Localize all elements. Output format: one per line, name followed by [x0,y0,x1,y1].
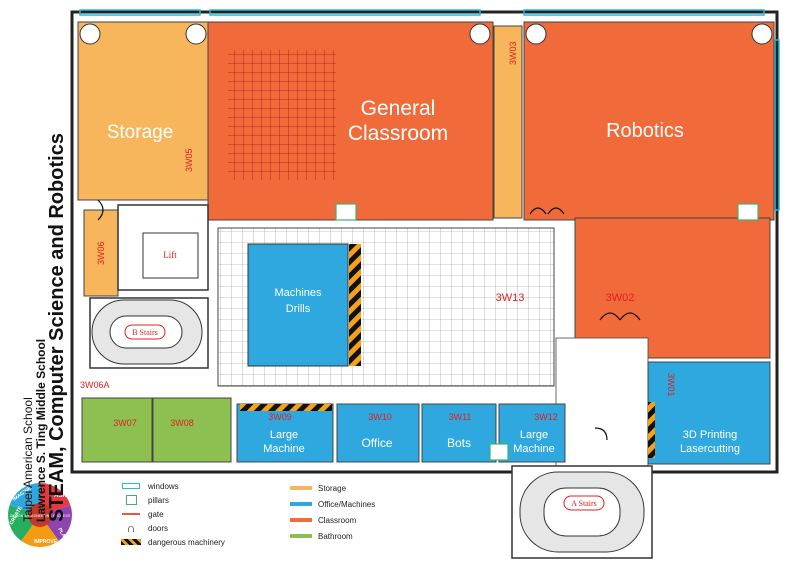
school-name: Taipei American School [21,397,35,522]
code-3w10: 3W10 [368,412,392,422]
legend-windows-label: windows [148,481,179,491]
large-machine-b-label-2: Machine [513,443,555,455]
general-label-2: Classroom [348,122,448,145]
bathroom-swatch [290,534,312,538]
svg-text:IMPROVE: IMPROVE [34,539,58,545]
code-3w06a: 3W06A [80,380,110,390]
code-3w01: 3W01 [666,373,676,397]
office-swatch [290,502,312,506]
hazard-strip-printing [648,402,655,458]
general-label-1: General [361,97,436,120]
legend-dangerous-label: dangerous machinery [148,537,225,547]
large-machine-3w12[interactable] [498,403,566,463]
storage-swatch [290,486,312,490]
bathroom-3w08[interactable] [152,397,232,463]
legend-doors-label: doors [148,523,169,533]
windows [79,9,780,211]
doors [97,199,641,441]
a-stairs-core [543,487,621,537]
outer-wall [70,10,779,474]
machines-label-2: Drills [286,303,311,315]
lift[interactable] [142,232,199,279]
code-3w11: 3W11 [449,412,472,422]
large-machine-b-label-1: Large [520,429,548,441]
code-3w07: 3W07 [113,418,137,428]
code-3w12: 3W12 [534,412,558,422]
robotics-label: Robotics [606,120,684,142]
code-3w02: 3W02 [606,292,635,304]
hazard-strip-drills [349,244,361,366]
robotics-room[interactable] [523,21,775,221]
printing-3w01[interactable] [647,361,771,465]
b-stairs-badge [124,324,166,340]
code-3w06: 3W06 [96,241,106,265]
storage-3w06[interactable] [83,209,119,297]
svg-text:ASK: ASK [54,493,67,499]
legend-office-label: Office/Machines [318,499,376,509]
printing-label-2: Lasercutting [680,443,740,455]
legend-colors: Storage Office/Machines Classroom Bathro… [290,482,450,552]
bathroom-3w07[interactable] [81,397,153,463]
title-block: Taipei American School Lawrence S. Ting … [21,52,92,522]
b-stairs-label: B Stairs [132,328,158,337]
legend-bathroom-label: Bathroom [318,531,353,541]
code-3w05: 3W05 [184,148,194,172]
storage-room[interactable] [77,21,209,201]
door-symbol-icon: ∩ [126,521,136,535]
corner-columns [79,23,773,45]
window-symbol-icon [120,483,142,489]
large-machine-a-label-2: Machine [263,443,305,455]
classroom-grid-floor [228,50,336,180]
corridor [555,337,649,469]
office-label: Office [361,436,392,450]
storage-label: Storage [107,122,174,143]
code-3w03: 3W03 [508,41,518,65]
bots-3w11[interactable] [421,403,497,463]
legend-gate-label: gate [148,509,164,519]
pillars [335,203,759,461]
gate-symbol-icon [120,513,142,515]
hazard-strip-3w09 [240,404,332,411]
office-3w10[interactable] [336,403,420,463]
svg-text:DESIGN & ENGINEERING PROCESS: DESIGN & ENGINEERING PROCESS [10,514,71,518]
department-name: STEAM, Computer Science and Robotics [46,133,69,522]
room-codes: 3W05 3W03 3W06 3W13 3W02 3W06A 3W07 3W08… [80,41,676,428]
machines-drills-room[interactable] [247,243,349,367]
room-3w02[interactable] [574,217,771,359]
large-machine-a-label-1: Large [270,429,298,441]
large-machine-3w09[interactable] [236,403,334,463]
legend-storage-label: Storage [318,483,347,493]
code-3w13: 3W13 [496,292,525,304]
storage-3w03[interactable] [493,25,523,219]
machines-label-1: Machines [274,287,322,299]
legend-symbols: windows pillars gate ∩ doors dangerous m… [120,480,280,560]
legend-pillars-label: pillars [148,495,169,505]
a-stairs-label: A Stairs [571,499,597,508]
hazard-symbol-icon [120,539,142,545]
printing-label-1: 3D Printing [683,429,737,441]
a-stairs-badge [563,495,605,511]
classroom-swatch [290,518,312,522]
legend-classroom-label: Classroom [318,515,357,525]
code-3w09: 3W09 [268,412,292,422]
pillar-symbol-icon [120,495,142,505]
bots-label: Bots [447,436,471,450]
code-3w08: 3W08 [170,418,194,428]
lift-label: Lift [163,250,177,260]
